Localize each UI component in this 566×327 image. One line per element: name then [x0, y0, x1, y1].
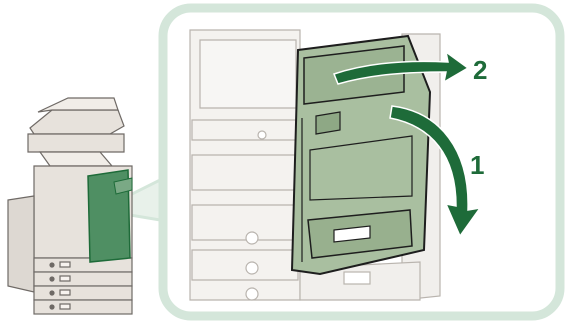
- zoomed-machine-body: [190, 30, 300, 300]
- step-number-2: 2: [473, 57, 487, 83]
- step-number-1: 1: [470, 152, 484, 178]
